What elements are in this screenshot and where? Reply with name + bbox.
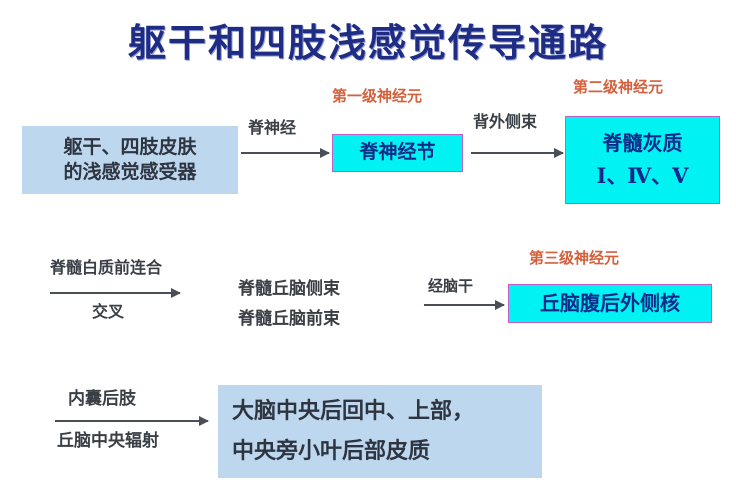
vpl-nucleus-box: 丘脑腹后外侧核 — [508, 284, 712, 323]
spinal-ganglion-box: 脊神经节 — [332, 134, 463, 172]
arrow-receptor-to-ganglion — [241, 148, 330, 158]
receptor-box-line1: 躯干、四肢皮肤 — [63, 135, 197, 158]
decussation-label: 交叉 — [92, 302, 125, 321]
arrow-to-cortex — [55, 416, 209, 426]
third-neuron-label: 第三级神经元 — [529, 249, 620, 267]
lateral-spinothalamic-tract-label: 脊髓丘脑侧束 — [238, 279, 340, 299]
receptor-box: 躯干、四肢皮肤 的浅感觉感受器 — [22, 126, 238, 194]
anterior-spinothalamic-tract-label: 脊髓丘脑前束 — [238, 309, 340, 329]
dorsolateral-tract-label: 背外侧束 — [473, 112, 538, 131]
receptor-box-line2: 的浅感觉感受器 — [63, 161, 197, 183]
arrow-decussation — [50, 288, 181, 298]
vpl-nucleus-box-label: 丘脑腹后外侧核 — [540, 291, 680, 316]
via-brainstem-label: 经脑干 — [428, 277, 474, 295]
arrow-to-thalamus — [424, 300, 505, 310]
page-title: 躯干和四肢浅感觉传导通路 — [127, 20, 608, 65]
thalamic-radiation-label: 丘脑中央辐射 — [57, 431, 159, 451]
spinal-gray-matter-line1: 脊髓灰质 — [602, 130, 683, 155]
spinal-gray-matter-box: 脊髓灰质 Ⅰ、Ⅳ、Ⅴ — [565, 116, 720, 204]
cortex-box-line1: 大脑中央后回中、上部， — [232, 398, 475, 425]
arrow-ganglion-to-gray-matter — [471, 148, 564, 158]
internal-capsule-label: 内囊后肢 — [68, 389, 136, 409]
cortex-box: 大脑中央后回中、上部， 中央旁小叶后部皮质 — [218, 385, 542, 478]
spinal-gray-matter-line2: Ⅰ、Ⅳ、Ⅴ — [596, 163, 689, 189]
spinal-ganglion-box-label: 脊神经节 — [359, 141, 436, 164]
anterior-white-commissure-label: 脊髓白质前连合 — [50, 258, 163, 277]
second-neuron-label: 第二级神经元 — [573, 78, 664, 96]
spinal-nerve-label: 脊神经 — [248, 118, 297, 137]
first-neuron-label: 第一级神经元 — [332, 87, 423, 105]
cortex-box-line2: 中央旁小叶后部皮质 — [232, 437, 431, 464]
